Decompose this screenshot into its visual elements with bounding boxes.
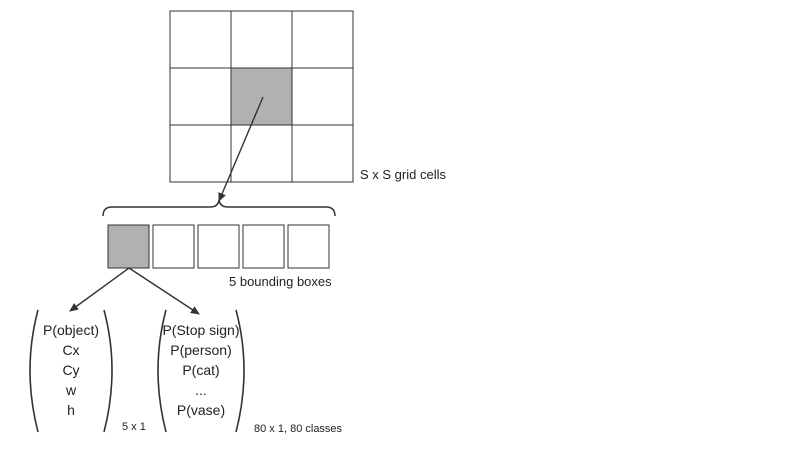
- bounding-boxes: [107, 224, 330, 269]
- grid-cell-highlighted: [230, 67, 293, 126]
- box-vector-size-label: 5 x 1: [122, 421, 146, 433]
- box-vector-left-paren: [29, 309, 39, 433]
- bounding-box: [242, 224, 285, 269]
- grid-cells: [169, 10, 354, 183]
- grid-cell: [169, 10, 232, 69]
- box-to-vector-arrow: [69, 267, 130, 312]
- box-vector-item: P(object): [43, 322, 99, 338]
- class-vector-size-label: 80 x 1, 80 classes: [254, 423, 343, 435]
- grid-cell: [169, 67, 232, 126]
- bounding-box: [287, 224, 330, 269]
- class-vector-item: P(vase): [177, 402, 225, 418]
- box-vector-item: h: [67, 402, 75, 418]
- box-vector-item: Cx: [62, 342, 79, 358]
- class-vector-item: ...: [195, 382, 207, 398]
- class-vector-item: P(person): [170, 342, 231, 358]
- grid-cell: [230, 124, 293, 183]
- boxes-label: 5 bounding boxes: [229, 274, 332, 289]
- class-vector-right-paren: [235, 309, 245, 433]
- class-vector-item: P(Stop sign): [162, 322, 239, 338]
- grid-cell: [169, 124, 232, 183]
- grid-to-boxes-arrow: [218, 96, 264, 202]
- bounding-box-highlighted: [107, 224, 150, 269]
- box-vector-item: Cy: [62, 362, 79, 378]
- boxes-brace: [102, 199, 336, 217]
- box-to-classes-arrow: [128, 267, 200, 315]
- grid-cell: [230, 10, 293, 69]
- box-vector-right-paren: [103, 309, 113, 433]
- grid-cell: [291, 10, 354, 69]
- bounding-box: [152, 224, 195, 269]
- grid-cell: [291, 124, 354, 183]
- grid-cell: [291, 67, 354, 126]
- class-vector-left-paren: [157, 309, 167, 433]
- grid-label: S x S grid cells: [360, 167, 446, 182]
- class-vector-item: P(cat): [182, 362, 219, 378]
- bounding-box: [197, 224, 240, 269]
- box-vector-item: w: [65, 382, 77, 398]
